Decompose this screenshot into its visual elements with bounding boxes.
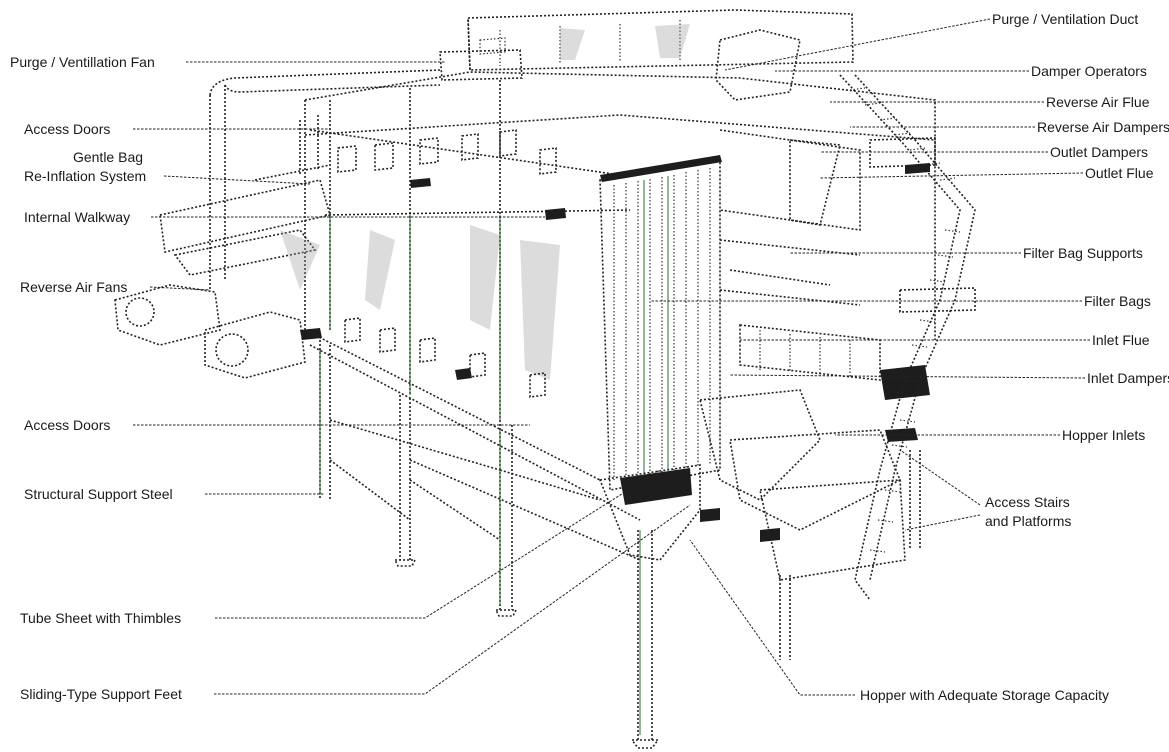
label-filter-bag-supports: Filter Bag Supports <box>1023 245 1143 261</box>
label-outlet-dampers: Outlet Dampers <box>1050 144 1149 160</box>
label-purge-ventilation-duct: Purge / Ventilation Duct <box>992 11 1139 27</box>
support-steel <box>304 329 921 749</box>
label-reverse-air-dampers: Reverse Air Dampers <box>1037 119 1169 135</box>
label-tube-sheet: Tube Sheet with Thimbles <box>20 610 182 626</box>
label-hopper-inlets: Hopper Inlets <box>1062 427 1146 443</box>
reverse-air-fans-shape <box>114 229 317 379</box>
filter-bags-shape <box>599 155 722 491</box>
label-reverse-air-fans: Reverse Air Fans <box>20 279 128 295</box>
label-hopper-storage: Hopper with Adequate Storage Capacity <box>860 687 1110 703</box>
label-reinflation-system: Re-Inflation System <box>24 168 147 184</box>
hoppers-shape <box>598 365 930 581</box>
internals-shape <box>719 129 881 381</box>
label-purge-ventilation-fan: Purge / Ventillation Fan <box>10 54 155 70</box>
label-filter-bags: Filter Bags <box>1084 293 1151 309</box>
label-internal-walkway: Internal Walkway <box>24 209 131 225</box>
label-inlet-dampers: Inlet Dampers <box>1087 370 1169 386</box>
leader-lines <box>133 18 1090 696</box>
label-access-stairs: Access Stairs <box>985 494 1070 510</box>
label-inlet-flue: Inlet Flue <box>1092 332 1150 348</box>
purge-fan-shape <box>439 37 523 81</box>
label-access-doors-top: Access Doors <box>24 121 111 137</box>
purge-duct-shape <box>467 9 854 101</box>
label-damper-operators: Damper Operators <box>1031 63 1147 79</box>
label-support-feet: Sliding-Type Support Feet <box>20 686 182 702</box>
stairs-shape <box>839 74 976 601</box>
label-reverse-air-flue: Reverse Air Flue <box>1046 94 1150 110</box>
label-access-doors-bottom: Access Doors <box>24 417 111 433</box>
reverse-air-pipes <box>209 69 441 290</box>
label-and-platforms: and Platforms <box>985 513 1072 529</box>
main-housing <box>280 71 936 420</box>
label-outlet-flue: Outlet Flue <box>1085 165 1154 181</box>
label-gentle-bag: Gentle Bag <box>72 149 144 165</box>
label-structural-support-steel: Structural Support Steel <box>24 486 173 502</box>
